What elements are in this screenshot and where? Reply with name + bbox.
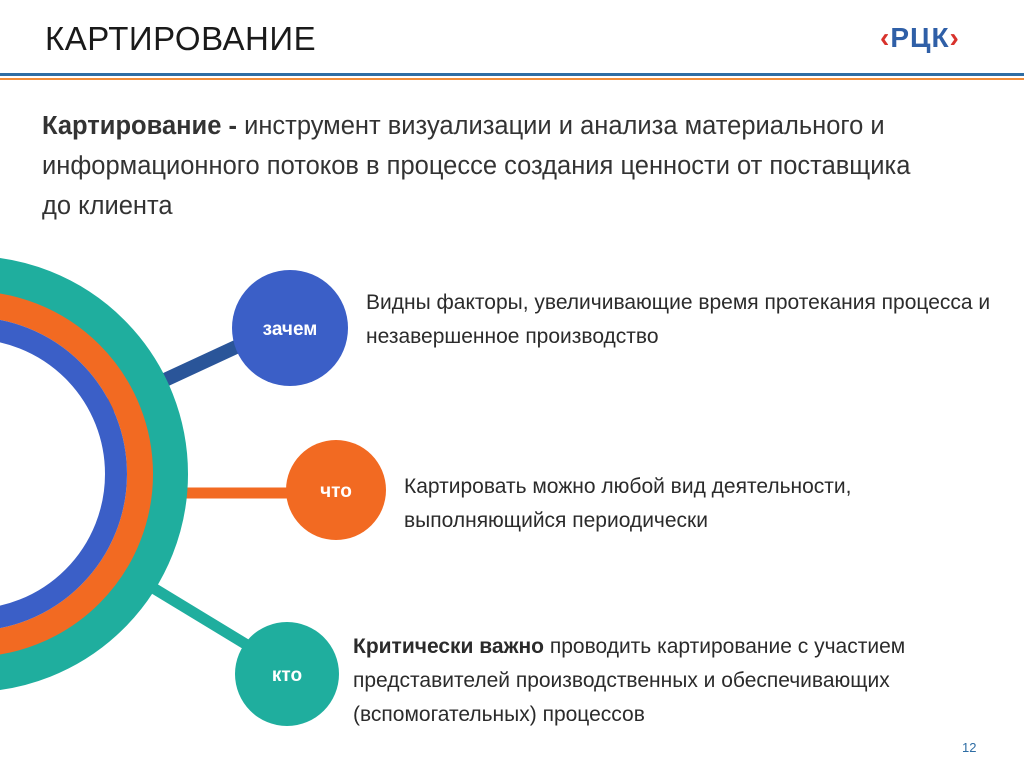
bubble-zachem [232, 270, 348, 386]
ring-orange [0, 293, 153, 655]
bubble-chto [286, 440, 386, 540]
ring-teal [0, 258, 188, 690]
item-zachem-text: Видны факторы, увеличивающие время проте… [366, 291, 991, 348]
bubble-zachem-label: зачем [263, 319, 318, 340]
header-rule-accent [0, 78, 1024, 80]
logo-right-bracket: › [949, 22, 960, 53]
item-kto-text: Критически важно проводить картирование … [353, 630, 993, 732]
bubble-kto-label: кто [272, 665, 302, 686]
ring-blue [0, 319, 127, 629]
rck-logo: ‹РЦК› [880, 22, 960, 54]
slide-title: КАРТИРОВАНИЕ [45, 20, 317, 57]
bubble-kto [235, 622, 339, 726]
page-number: 12 [962, 740, 977, 755]
definition-text: инструмент визуализации и анализа матери… [42, 112, 911, 220]
definition: Картирование - инструмент визуализации и… [42, 106, 942, 226]
logo-left-bracket: ‹ [880, 22, 891, 53]
item-chto-text: Картировать можно любой вид деятельности… [404, 475, 852, 532]
item-kto-body: проводить картирование с участием предст… [353, 635, 906, 726]
definition-term: Картирование - [42, 112, 237, 140]
header-rule [0, 73, 1024, 76]
bubble-chto-label: что [320, 481, 352, 502]
logo-text: РЦК [890, 22, 950, 53]
item-kto-emphasis: Критически важно [353, 635, 544, 658]
